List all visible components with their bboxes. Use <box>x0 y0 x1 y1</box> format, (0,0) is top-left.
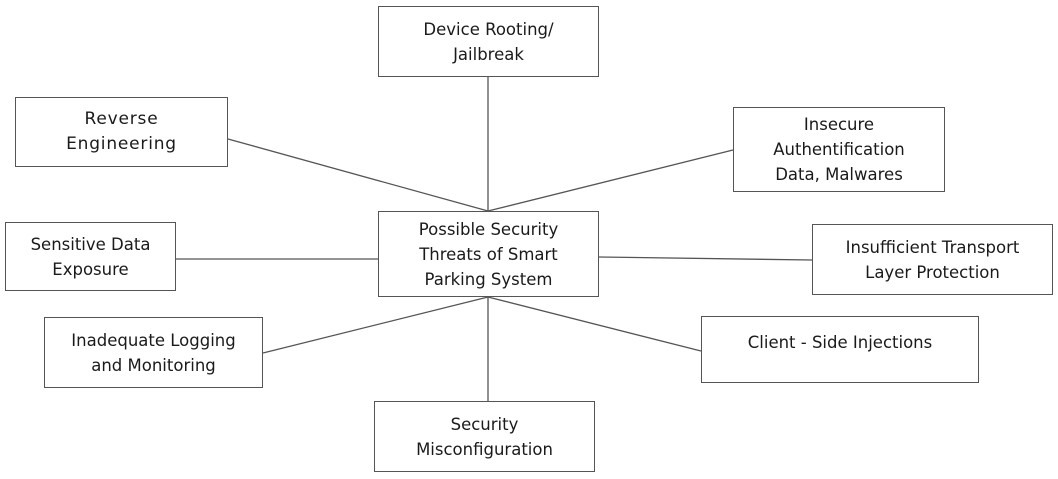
node-label: Sensitive Data Exposure <box>30 234 151 279</box>
edge-insufficient-transport <box>598 256 813 261</box>
node-device-rooting: Device Rooting/ Jailbreak <box>378 6 599 77</box>
node-sensitive-data-exposure: Sensitive Data Exposure <box>5 222 176 291</box>
node-insufficient-transport: Insufficient Transport Layer Protection <box>812 224 1053 295</box>
edge-reverse-engineering <box>227 138 489 212</box>
edge-inadequate-logging <box>262 296 489 354</box>
node-client-side-injections: Client - Side Injections <box>701 316 979 383</box>
node-label: Reverse Engineering <box>66 109 177 154</box>
node-reverse-engineering: Reverse Engineering <box>15 97 228 167</box>
node-label: Client - Side Injections <box>747 333 933 352</box>
node-insecure-authentication: Insecure Authentification Data, Malwares <box>733 107 945 192</box>
edge-client-side-injections <box>487 296 702 352</box>
node-label: Insufficient Transport Layer Protection <box>845 237 1020 282</box>
node-security-misconfiguration: Security Misconfiguration <box>374 401 595 472</box>
node-label: Insecure Authentification Data, Malwares <box>773 115 905 184</box>
node-center-label: Possible Security Threats of Smart Parki… <box>418 219 559 289</box>
node-label: Inadequate Logging and Monitoring <box>71 330 236 375</box>
node-label: Security Misconfiguration <box>416 414 553 459</box>
node-label: Device Rooting/ Jailbreak <box>423 19 554 64</box>
edge-insecure-authentication <box>487 149 734 212</box>
node-center: Possible Security Threats of Smart Parki… <box>378 211 599 297</box>
node-inadequate-logging: Inadequate Logging and Monitoring <box>44 317 263 388</box>
